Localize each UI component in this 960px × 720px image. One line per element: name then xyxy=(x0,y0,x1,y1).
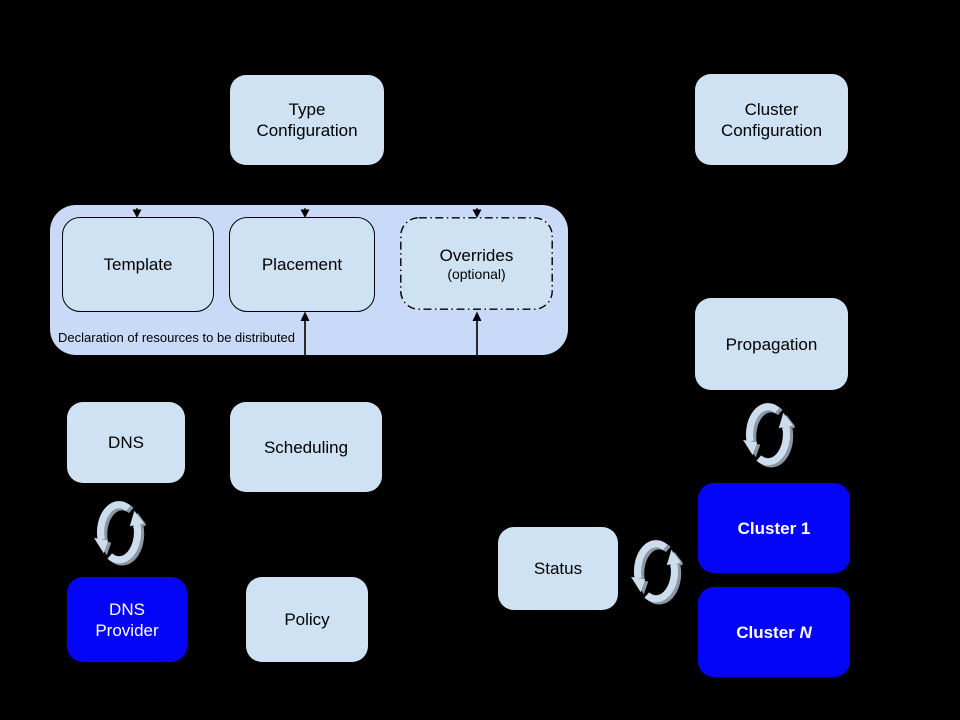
node-cluster-n: Cluster N xyxy=(698,587,850,677)
node-dns: DNS xyxy=(67,402,185,483)
cluster-n-italic: N xyxy=(799,622,812,642)
type-config-line2: Configuration xyxy=(256,121,358,140)
node-type-configuration: Type Configuration xyxy=(230,75,384,165)
node-dns-provider: DNS Provider xyxy=(67,577,187,662)
node-template-label: Template xyxy=(103,255,173,274)
node-overrides-label: Overrides xyxy=(439,245,514,265)
node-status: Status xyxy=(498,527,618,610)
node-overrides-sublabel: (optional) xyxy=(447,265,506,282)
node-template: Template xyxy=(62,217,214,312)
node-scheduling-label: Scheduling xyxy=(263,437,349,457)
node-propagation-label: Propagation xyxy=(725,334,818,354)
node-cluster-configuration: Cluster Configuration xyxy=(695,74,848,165)
node-placement-label: Placement xyxy=(261,255,343,274)
node-cluster-n-label: Cluster N xyxy=(736,622,812,643)
sync-icon xyxy=(741,397,795,471)
container-caption: Declaration of resources to be distribut… xyxy=(58,330,296,345)
sync-icon xyxy=(629,534,683,608)
cluster-config-line2: Configuration xyxy=(720,120,823,140)
node-placement: Placement xyxy=(229,217,375,312)
dashed-down-arrows xyxy=(136,168,478,210)
node-policy: Policy xyxy=(246,577,368,662)
node-dns-label: DNS xyxy=(108,433,144,452)
dns-provider-line2: Provider xyxy=(95,620,159,640)
node-propagation: Propagation xyxy=(695,298,848,390)
cluster-n-prefix: Cluster xyxy=(736,622,800,642)
node-scheduling: Scheduling xyxy=(230,402,382,492)
node-status-label: Status xyxy=(533,559,583,578)
cluster-config-line1: Cluster xyxy=(744,99,799,119)
sync-icon xyxy=(92,495,146,569)
node-cluster-1: Cluster 1 xyxy=(698,483,850,573)
node-cluster-1-label: Cluster 1 xyxy=(737,518,811,538)
dns-provider-line1: DNS xyxy=(109,599,145,619)
type-config-line1: Type xyxy=(288,100,326,119)
node-policy-label: Policy xyxy=(284,610,330,629)
node-overrides: Overrides (optional) xyxy=(400,217,553,310)
